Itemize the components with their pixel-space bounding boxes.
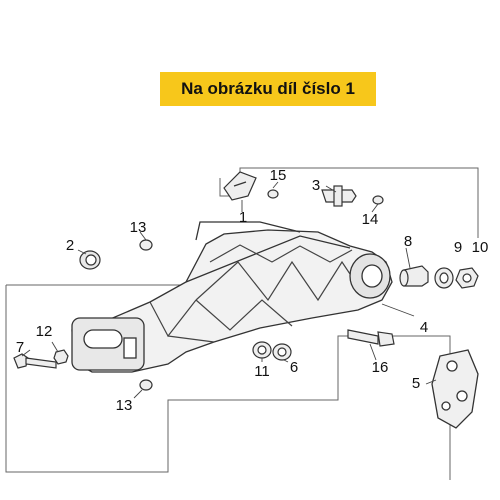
part-16-bolt (347, 329, 395, 347)
part-6-bushing (272, 343, 292, 361)
axle-slot-plate (71, 317, 145, 371)
part-7-bolt (13, 353, 57, 369)
callout-16: 16 (372, 359, 389, 376)
part-2-bearing (79, 250, 101, 270)
callout-13-top: 13 (130, 219, 147, 236)
part-11-bushing (252, 341, 272, 359)
part-9-washer (434, 267, 454, 289)
callout-7: 7 (16, 339, 24, 356)
callout-5: 5 (412, 375, 420, 392)
pivot-boss (349, 253, 391, 299)
part-13-bushing-bottom (139, 379, 153, 391)
swing-arm-body (71, 221, 393, 373)
part-10-nut (455, 267, 479, 289)
part-5-mount-bracket (431, 349, 479, 429)
callout-15: 15 (270, 167, 287, 184)
callout-8: 8 (404, 233, 412, 250)
callout-14: 14 (362, 211, 379, 228)
part-15-nut (267, 189, 279, 199)
leader-lines (21, 181, 437, 399)
swing-arm-ribs (149, 244, 363, 343)
callout-13-bottom: 13 (116, 397, 133, 414)
callout-9: 9 (454, 239, 462, 256)
callout-10: 10 (472, 239, 489, 256)
callout-1: 1 (239, 209, 247, 226)
callout-12: 12 (36, 323, 53, 340)
callout-6: 6 (290, 359, 298, 376)
callout-2: 2 (66, 237, 74, 254)
callout-labels: 1 2 3 4 5 6 7 8 9 10 11 12 13 13 14 15 1… (16, 167, 489, 414)
part-number-banner: Na obrázku díl číslo 1 (160, 72, 376, 106)
part-1-bracket (223, 171, 257, 201)
part-3-sensor (321, 185, 357, 207)
callout-11: 11 (254, 363, 270, 380)
part-14-nut (372, 195, 384, 205)
callout-4: 4 (420, 319, 428, 336)
part-13-bushing-top (139, 239, 153, 251)
callout-3: 3 (312, 177, 320, 194)
part-8-sleeve (399, 265, 429, 287)
banner-text: Na obrázku díl číslo 1 (181, 79, 355, 98)
part-12-nut (53, 349, 69, 365)
